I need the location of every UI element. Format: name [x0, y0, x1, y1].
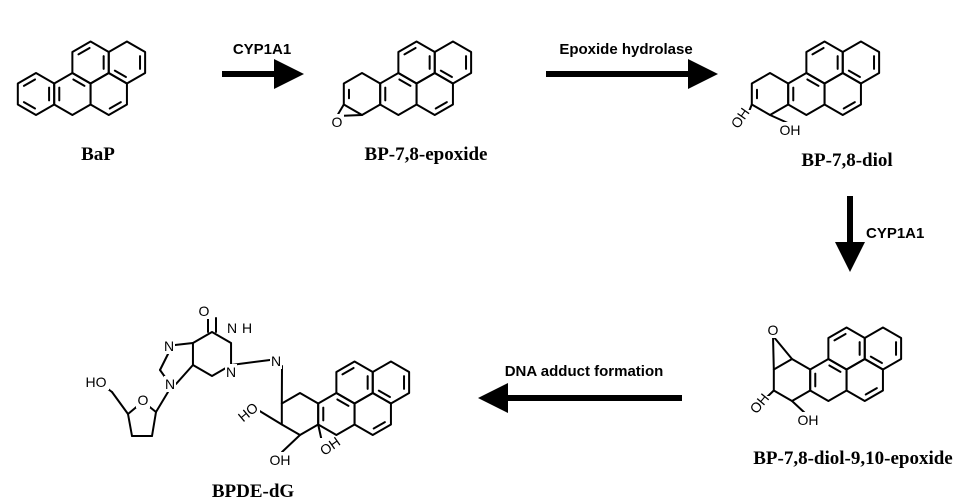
- molecule-bp-diol-epoxide: [765, 326, 903, 415]
- hydroxyl-bond: [281, 434, 301, 453]
- arrow-label-step3: CYP1A1: [866, 225, 924, 242]
- atom-diol-oh-8: OH: [780, 122, 801, 138]
- double-bond: [439, 69, 453, 79]
- glycosidic-bond: [155, 391, 169, 413]
- double-bond: [72, 78, 86, 87]
- double-bond: [159, 351, 170, 371]
- compound-label-bap: BaP: [81, 144, 115, 165]
- double-bond: [22, 78, 37, 87]
- double-bond: [828, 364, 842, 373]
- hydroxyl-bond: [791, 400, 807, 415]
- bond: [127, 413, 133, 437]
- ring: [841, 40, 881, 85]
- atom-guanine-n9: N: [165, 376, 175, 392]
- atom-guanine-o6: O: [199, 303, 210, 319]
- molecule-bpde-dg: [103, 317, 411, 453]
- epoxide-bond: [772, 335, 793, 360]
- double-bond: [113, 69, 127, 79]
- double-bond: [22, 101, 37, 110]
- compound-label-diol-epoxide: BP-7,8-diol-9,10-epoxide: [753, 448, 953, 469]
- amine-bond: [230, 359, 271, 366]
- arrow-label-step4: DNA adduct formation: [505, 363, 664, 380]
- atom-diolepox-oxygen: O: [768, 322, 779, 338]
- double-bond: [842, 101, 856, 110]
- atom-guanine-n1-h: H: [242, 320, 252, 336]
- double-bond: [403, 46, 417, 56]
- double-bond: [864, 387, 878, 396]
- ring: [371, 360, 411, 405]
- double-bond: [806, 78, 820, 87]
- atom-bpde-oh-a: HO: [235, 399, 261, 425]
- atom-guanine-n7: N: [164, 338, 174, 354]
- double-bond: [377, 389, 391, 399]
- compound-label-adduct: BPDE-dG: [212, 481, 295, 502]
- bond: [175, 364, 194, 385]
- bond: [111, 391, 129, 415]
- double-bond: [336, 398, 350, 407]
- double-bond: [833, 332, 847, 342]
- atom-guanine-n3: N: [226, 364, 236, 380]
- double-bond: [398, 78, 412, 87]
- epoxide-bond: [772, 335, 775, 371]
- atom-diolepox-oh-7: OH: [746, 390, 772, 416]
- molecule-bp-diol: [747, 40, 881, 125]
- atom-bpde-oh-b: OH: [270, 452, 291, 468]
- double-bond: [108, 101, 122, 110]
- hydroxyl-bond: [257, 409, 283, 426]
- arrow-label-step2: Epoxide hydrolase: [559, 41, 692, 58]
- bond: [174, 342, 194, 346]
- double-bond: [341, 366, 355, 376]
- atom-sugar-5-oh: HO: [86, 374, 107, 390]
- molecule-bp-epoxide: [336, 40, 473, 117]
- ring: [433, 40, 473, 85]
- ring: [863, 326, 903, 371]
- arrow-label-step1: CYP1A1: [233, 41, 291, 58]
- double-bond: [434, 101, 448, 110]
- atom-diolepox-oh-8: OH: [798, 412, 819, 428]
- compound-label-diol: BP-7,8-diol: [801, 150, 892, 171]
- atom-guanine-n1: N: [227, 320, 237, 336]
- double-bond: [372, 421, 386, 430]
- atom-epoxide-oxygen: O: [332, 114, 343, 130]
- atom-sugar-ring-oxygen: O: [138, 392, 149, 408]
- double-bond: [869, 355, 883, 365]
- compound-label-epoxide: BP-7,8-epoxide: [365, 144, 488, 165]
- ring: [107, 40, 147, 85]
- atom-linker-n: N: [271, 353, 281, 369]
- double-bond: [847, 69, 861, 79]
- bond: [151, 411, 157, 437]
- ring: [280, 392, 320, 436]
- ring: [772, 358, 812, 402]
- atom-diol-oh-7: OH: [727, 105, 752, 131]
- molecule-bap: [16, 40, 147, 116]
- double-bond: [77, 46, 91, 56]
- double-bond: [811, 46, 825, 56]
